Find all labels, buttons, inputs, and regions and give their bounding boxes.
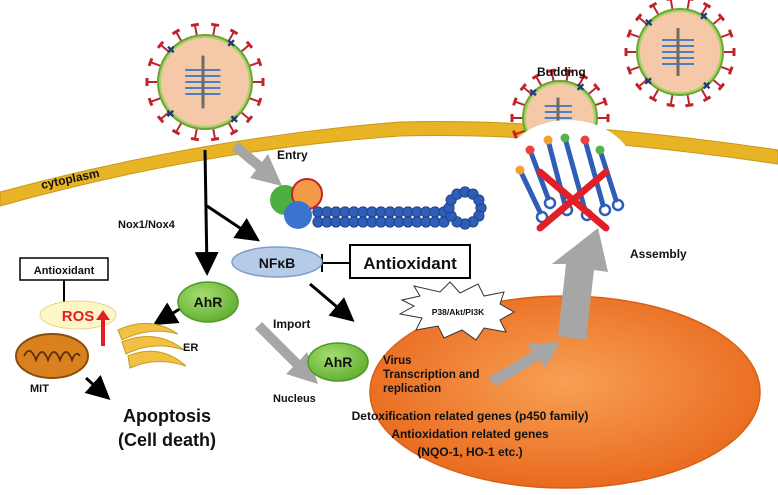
entry-label: Entry (277, 148, 308, 162)
arrow-mit-to-apoptosis (84, 375, 111, 401)
virus-particle-released: ✖ ✖ ✖ ✖ (624, 0, 736, 108)
ros-label: ROS (62, 308, 95, 325)
ahr-nucleus-node (307, 342, 369, 382)
cell-membrane (0, 121, 778, 207)
svg-text:✖: ✖ (699, 10, 708, 23)
ahr-label: AhR (194, 294, 223, 310)
virus-label-line3: replication (383, 383, 441, 395)
assembly-complex (515, 133, 625, 224)
pathway-label: P38/Akt/PI3K (432, 307, 485, 317)
nfkb-node (231, 246, 323, 278)
svg-text:✖: ✖ (226, 37, 235, 50)
ahr-nucleus-label: AhR (324, 354, 353, 370)
apoptosis-label-line1: Apoptosis (123, 406, 211, 426)
mitochondria (15, 333, 89, 379)
er-organelle (117, 322, 187, 369)
antioxidant-box-large (349, 244, 471, 279)
arrow-to-nfkb (206, 204, 260, 242)
assembly-up-arrow (552, 228, 608, 340)
svg-text:✖: ✖ (166, 44, 175, 57)
ros-oval (39, 300, 117, 330)
virus-label-line1: Virus (383, 355, 412, 367)
svg-text:✖: ✖ (529, 87, 538, 100)
svg-text:✖: ✖ (644, 75, 653, 88)
entry-protein-chain (312, 186, 487, 230)
ros-increase-arrow-icon (96, 310, 110, 346)
import-arrow (255, 322, 318, 384)
budding-label: Budding (537, 65, 586, 79)
assembly-label: Assembly (630, 247, 687, 261)
svg-text:✖: ✖ (702, 80, 711, 93)
pathway-starburst (398, 281, 516, 341)
svg-text:✖: ✖ (230, 113, 239, 126)
genes-label-line2: Antioxidation related genes (391, 427, 549, 441)
virus-label-line2: Transcription and (383, 369, 480, 381)
svg-text:✖: ✖ (166, 108, 175, 121)
apoptosis-label-line2: (Cell death) (118, 430, 216, 450)
arrow-nfkb-to-nucleus (309, 282, 355, 322)
nucleus-label: Nucleus (273, 393, 316, 405)
er-label: ER (183, 342, 198, 354)
svg-text:✖: ✖ (576, 81, 585, 94)
ahr-node (177, 281, 239, 323)
nfkb-label: NFκB (259, 255, 296, 271)
import-label: Import (273, 317, 310, 331)
exit-arrow (488, 342, 560, 386)
antioxidant-large-label: Antioxidant (363, 254, 457, 273)
mit-label: MIT (30, 383, 49, 395)
arrow-virus-down (194, 149, 219, 276)
cross-mark-icon (536, 168, 610, 232)
receptor-blue (284, 201, 312, 229)
antioxidant-small-label: Antioxidant (34, 265, 95, 277)
virus-particle-entry: ✖ ✖ ✖ ✖ (145, 22, 265, 142)
svg-text:✖: ✖ (644, 16, 653, 29)
genes-label-line3: (NQO-1, HO-1 etc.) (417, 445, 522, 459)
genes-label-line1: Detoxification related genes (p450 famil… (352, 409, 589, 423)
entry-arrow (232, 142, 282, 186)
nox-label: Nox1/Nox4 (118, 219, 176, 231)
